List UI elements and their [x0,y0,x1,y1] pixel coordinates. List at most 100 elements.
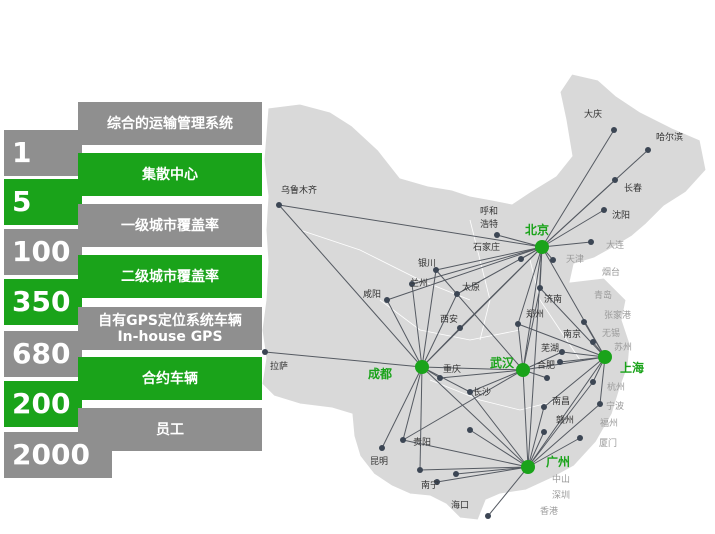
hub-labels: 北京 成都 武汉 上海 广州 [368,222,644,469]
city-label-zhengzhou: 郑州 [526,308,544,320]
city-dot [518,256,524,262]
route-line [527,403,601,468]
city-dot [597,401,603,407]
hub-dots [415,240,612,474]
city-label-nanjing: 南京 [563,328,581,340]
route-line [419,366,423,471]
route-line [522,351,563,371]
city-label-hefei: 合肥 [537,359,555,371]
city-dot [601,207,607,213]
hub-label-wuhan: 武汉 [490,355,515,370]
city-label-ningbo: 宁波 [606,400,624,412]
city-dot [645,147,651,153]
route-line [402,439,529,468]
city-label-lasa: 拉萨 [270,360,288,372]
route-line [561,351,606,358]
city-dot [417,467,423,473]
stat-label-tier1-coverage: 一级城市覆盖率 [78,204,262,247]
route-line [421,366,529,468]
city-dot [276,202,282,208]
hub-dot-wuhan [516,363,530,377]
city-label-guiyang: 贵阳 [413,436,431,448]
hub-label-shanghai: 上海 [620,360,644,375]
city-label-xiamen: 厦门 [599,437,617,449]
city-dot [557,359,563,365]
city-dot [559,349,565,355]
stat-number-contract-vehicles: 200 [4,381,82,427]
route-line [541,179,616,248]
city-dot [550,257,556,263]
city-label-dalian: 大连 [606,239,624,251]
route-line [455,466,529,475]
route-line [421,293,458,368]
city-label-chongqing: 重庆 [443,363,461,375]
city-label-zhangjiagang: 张家港 [604,309,631,321]
route-line [522,246,543,371]
route-line [487,466,529,517]
route-line [411,246,543,285]
city-label-hangzhou: 杭州 [607,381,625,393]
city-label-shijiazhuang: 石家庄 [473,241,500,253]
route-line [522,369,529,468]
stat-number-tier1-coverage: 100 [4,229,82,275]
city-label-wulumuqi: 乌鲁木齐 [281,184,317,196]
city-dot [262,349,268,355]
city-label-xianggang: 香港 [540,505,558,517]
route-line [435,269,524,371]
route-line [496,234,543,248]
stat-label-contract-vehicles: 合约车辆 [78,357,262,400]
city-dot [434,479,440,485]
hub-dot-shanghai [598,350,612,364]
route-line [421,366,524,371]
route-line [421,366,471,393]
city-dot [384,297,390,303]
city-dot [467,427,473,433]
city-dot [577,435,583,441]
route-line [469,429,529,468]
city-label-huhehaote-1: 呼和 [480,206,498,217]
route-line [456,246,543,295]
route-line [278,204,543,248]
city-label-wuhu: 芜湖 [541,342,559,354]
stat-label-transport-system: 综合的运输管理系统 [78,102,262,145]
city-dot [541,404,547,410]
route-line [527,437,581,468]
city-label-zhongshan: 中山 [552,473,570,485]
city-dot [541,429,547,435]
route-line [539,287,606,358]
route-line [543,356,606,408]
city-dot [467,389,473,395]
stat-label-hubs: 集散中心 [78,153,262,196]
route-line [599,356,606,405]
route-line [278,204,423,368]
city-label-nanchang: 南昌 [552,395,570,407]
city-label-changchun: 长春 [624,182,642,194]
city-label-jinan: 济南 [544,293,562,305]
route-line [527,406,545,468]
route-line [517,323,524,371]
city-label-daqing: 大庆 [584,108,602,120]
route-line [517,246,543,325]
route-lines [264,129,649,517]
route-line [527,381,594,468]
hub-dot-chengdu [415,360,429,374]
city-label-shenzhen: 深圳 [552,490,570,501]
route-line [264,351,423,368]
hub-label-chengdu: 成都 [368,366,392,381]
province-borders [299,219,581,411]
route-line [435,246,543,271]
city-dot [379,445,385,451]
stat-number-hubs: 5 [4,179,82,225]
city-label-shenyang: 沈阳 [612,209,630,221]
city-dot [588,239,594,245]
city-label-huhehaote-2: 浩特 [480,218,498,230]
city-dot [611,127,617,133]
route-line [436,466,529,483]
city-dot [581,319,587,325]
city-label-xianyang: 咸阳 [363,288,381,300]
city-dot [494,232,500,238]
city-label-yantai: 烟台 [602,266,620,278]
city-label-qingdao: 青岛 [594,289,612,301]
